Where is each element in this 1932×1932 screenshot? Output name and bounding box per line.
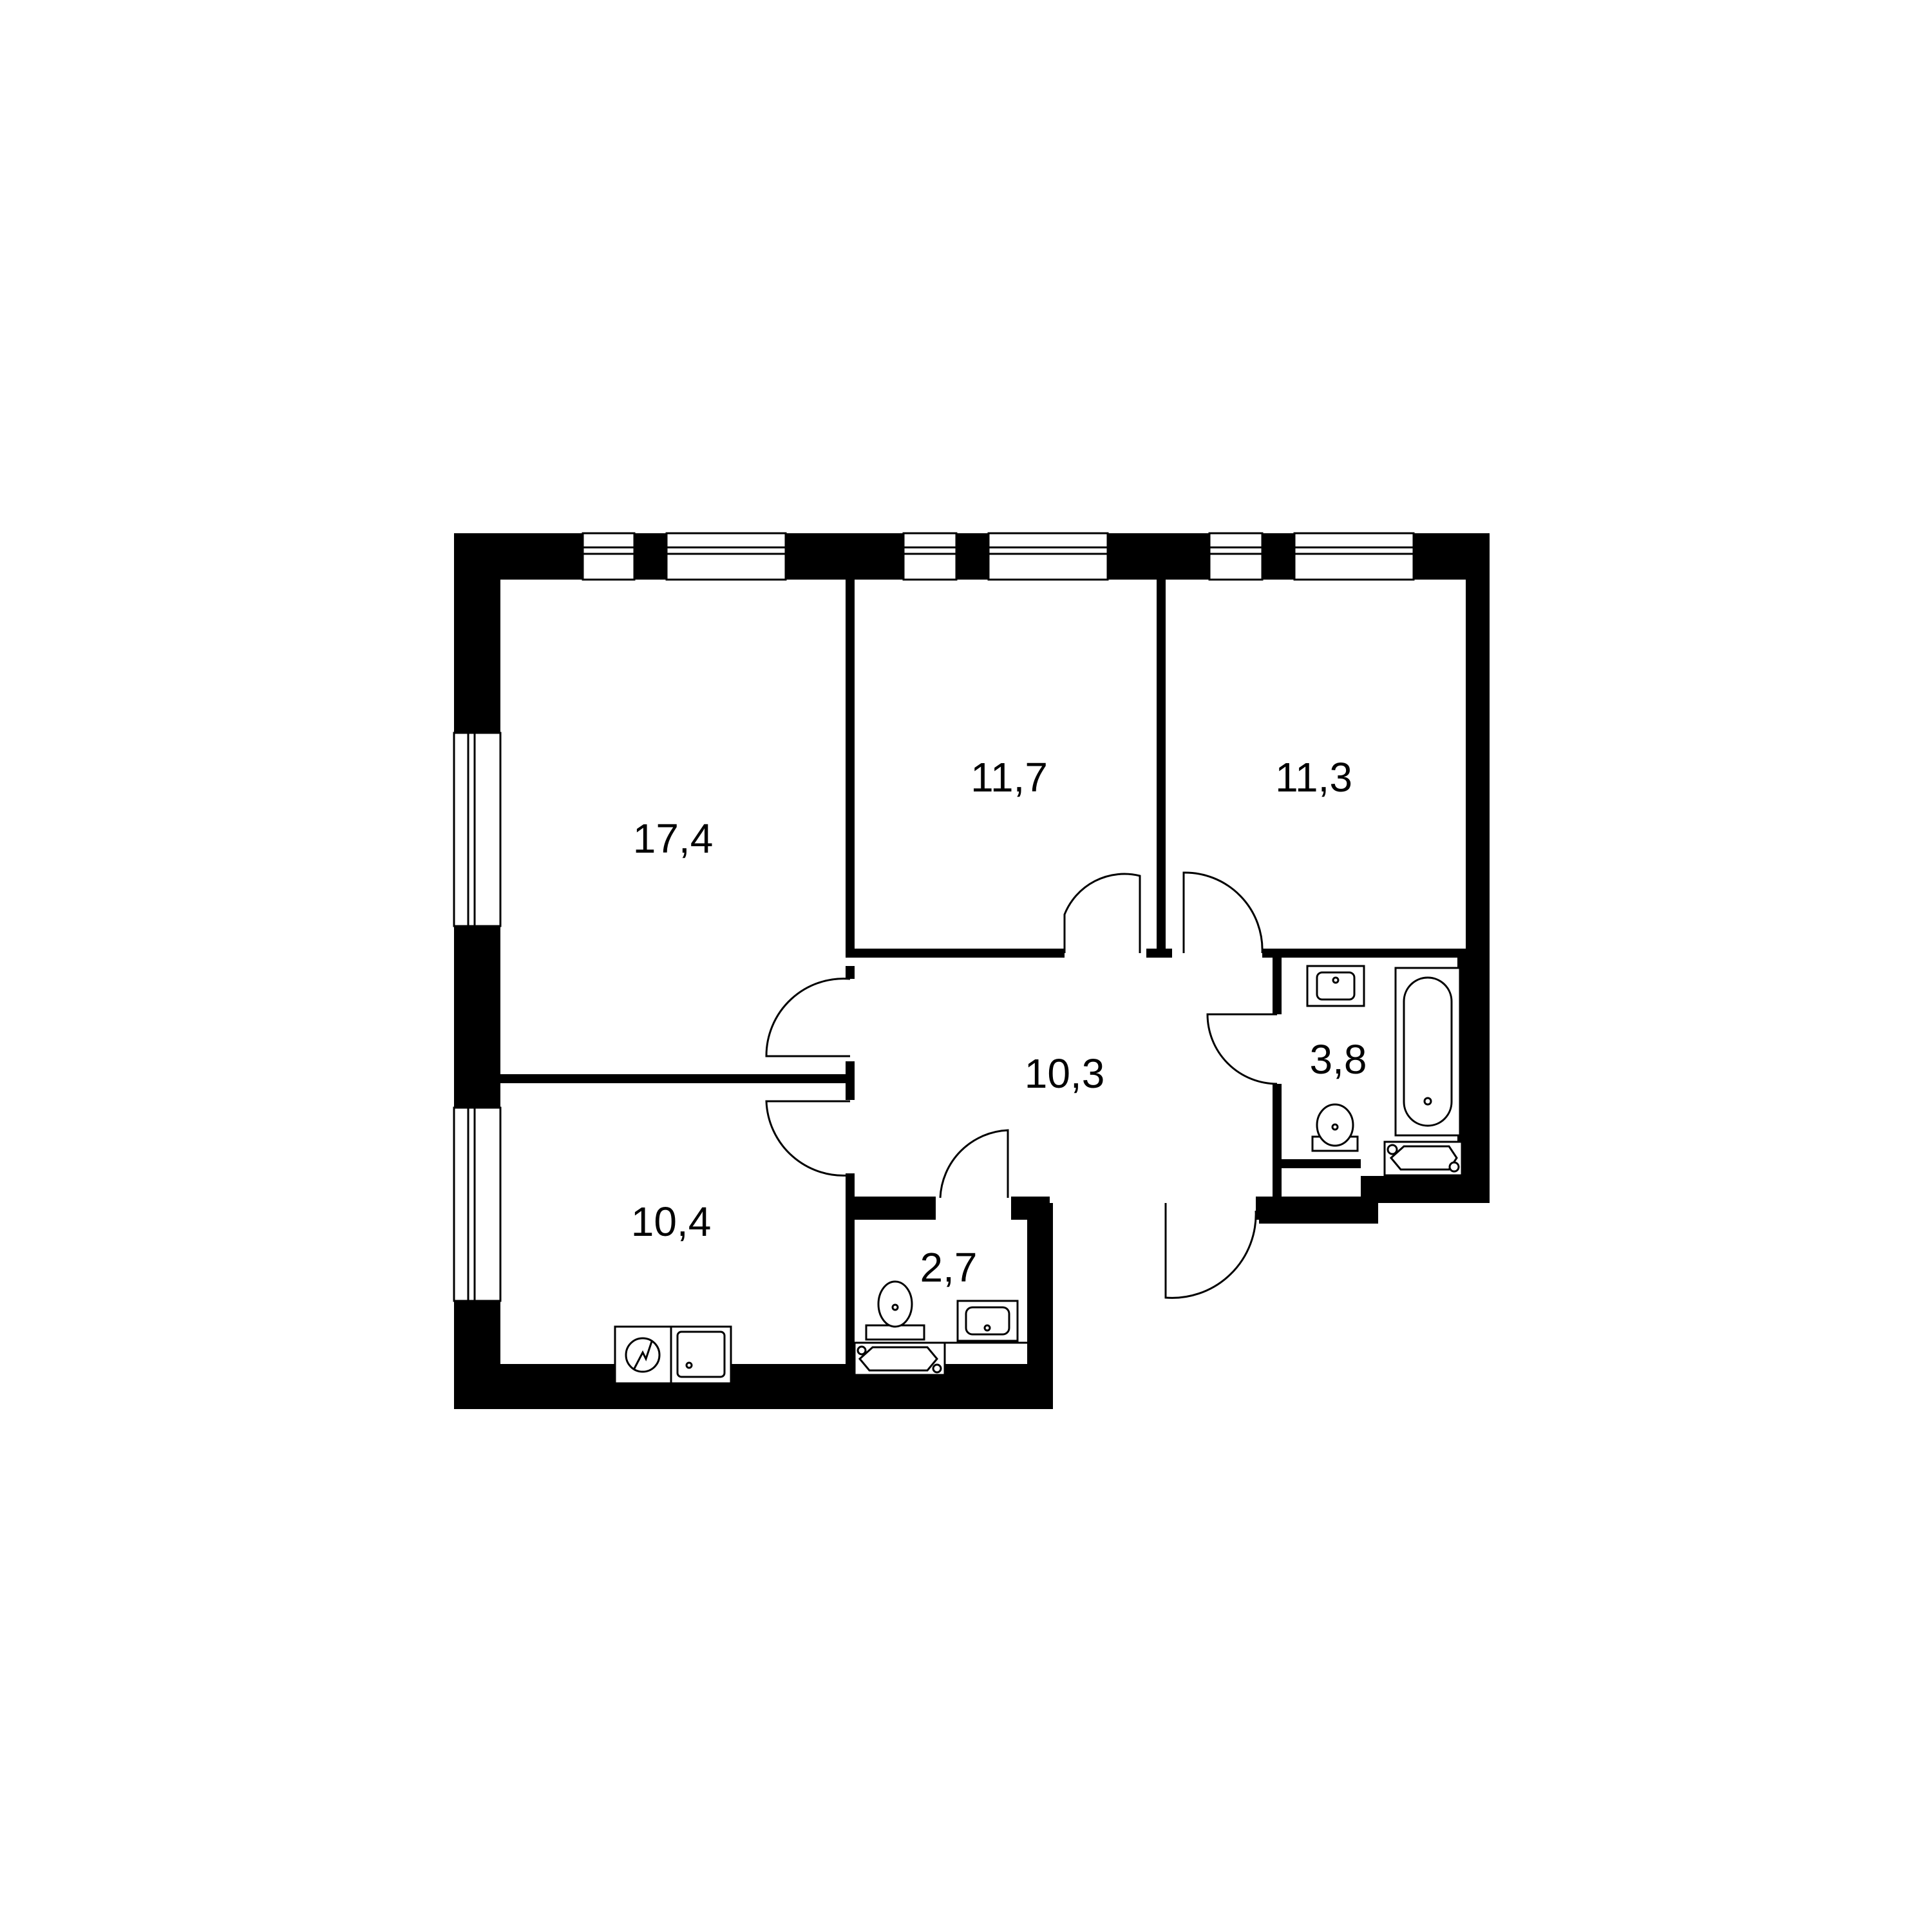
room-area-label-room-3: 11,3 (1275, 754, 1352, 800)
bathroom-fixtures (1306, 965, 1463, 1177)
doors (765, 871, 1278, 1299)
room-area-label-bathroom: 3,8 (1309, 1036, 1367, 1083)
wc-fixtures (853, 1280, 1027, 1376)
interior-walls (500, 580, 1466, 1390)
room-area-label-hall: 10,3 (1024, 1050, 1105, 1097)
room-area-label-room-1: 17,4 (632, 815, 714, 862)
room-area-label-room-2: 11,7 (971, 754, 1048, 800)
kitchen-fixtures (614, 1325, 732, 1385)
toilet-icon (1311, 1103, 1359, 1152)
kitchen-sink-icon (670, 1325, 732, 1385)
sink-icon (956, 1300, 1019, 1342)
toilet-icon (865, 1280, 925, 1341)
room-area-label-kitchen: 10,4 (630, 1198, 712, 1245)
sink-icon (1306, 965, 1365, 1007)
washing-machine-icon (853, 1341, 946, 1376)
room-area-label-wc: 2,7 (920, 1244, 978, 1291)
windows-left (453, 732, 502, 1302)
bathtub-icon (1394, 967, 1461, 1137)
stove-icon (614, 1325, 672, 1385)
washing-machine-icon (1383, 1141, 1463, 1177)
windows-top (582, 532, 1415, 581)
